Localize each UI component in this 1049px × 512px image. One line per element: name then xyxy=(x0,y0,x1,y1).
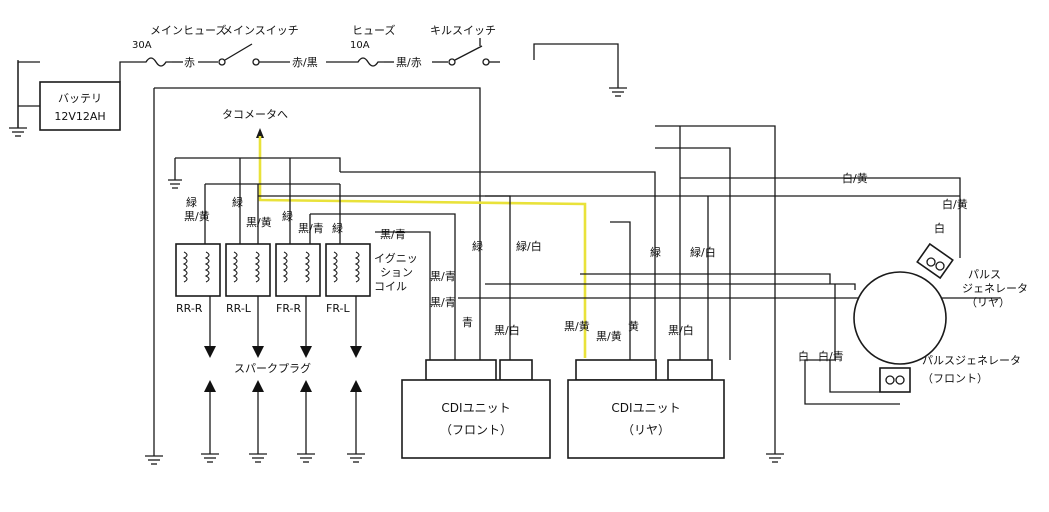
wire-red-black-label: 赤/黒 xyxy=(292,56,318,69)
pulse-front-label-2: （フロント） xyxy=(922,372,988,385)
kill-switch-label: キルスイッチ xyxy=(430,24,496,37)
ignition-coil-rr-l xyxy=(225,243,271,297)
wire-red-label: 赤 xyxy=(184,56,195,69)
arrow-up-icon xyxy=(252,380,264,392)
coil-label-rr-l: RR-L xyxy=(226,302,252,315)
wire-black-white-label: 黒/白 xyxy=(668,323,694,337)
fuse-amp: 10A xyxy=(350,40,370,51)
power-line: バッテリ 12V12AH メインヒューズ 30A 赤 メインスイッチ 赤/黒 ヒ… xyxy=(9,23,627,137)
arrow-up-icon xyxy=(204,380,216,392)
cdi-front-sublabel: （フロント） xyxy=(440,423,512,437)
wire-white-label: 白 xyxy=(798,349,809,363)
wire-black-blue-label: 黒/青 xyxy=(298,222,324,235)
ign-coil-label-2: ション xyxy=(380,266,413,279)
wire-black-yellow-label: 黒/黄 xyxy=(596,329,622,343)
wire-white-label: 白 xyxy=(934,221,945,235)
main-fuse-label: メインヒューズ xyxy=(150,23,226,37)
arrow-up-icon xyxy=(256,128,264,138)
ignition-coil-rr-r xyxy=(175,243,221,297)
pulse-rear-label-3: （リヤ） xyxy=(966,296,1010,309)
coil-label-rr-r: RR-R xyxy=(176,302,203,315)
fuse-icon xyxy=(352,57,384,67)
wire-white-blue-label: 白/青 xyxy=(818,349,844,363)
pulse-rear-label: パルス xyxy=(968,268,1001,281)
battery-label: バッテリ xyxy=(58,92,102,105)
wire-green-label: 緑 xyxy=(650,245,661,259)
ignition-coil-fr-r xyxy=(275,243,321,297)
spark-plug-label: スパークプラグ xyxy=(234,361,311,375)
wire-green-label: 緑 xyxy=(232,195,243,209)
main-switch-label: メインスイッチ xyxy=(222,24,299,37)
cdi-front-label: CDIユニット xyxy=(441,401,510,415)
rotor xyxy=(853,271,947,365)
wire-black-yellow-label: 黒/黄 xyxy=(246,215,272,229)
arrow-up-icon xyxy=(350,380,362,392)
pulse-generator-front xyxy=(879,367,911,393)
ground-icon xyxy=(145,455,163,465)
wire-black-blue-label: 黒/青 xyxy=(380,228,406,241)
wire-green-white-label: 緑/白 xyxy=(516,239,542,253)
wire-black-white-label: 黒/白 xyxy=(494,323,520,337)
wire-white-yellow-label: 白/黄 xyxy=(842,171,868,185)
ground-icon xyxy=(9,127,27,137)
wire-black-yellow-label: 黒/黄 xyxy=(564,319,590,333)
wire-black-red-label: 黒/赤 xyxy=(396,56,422,69)
wire-black-yellow-label: 黒/黄 xyxy=(184,209,210,223)
arrow-down-icon xyxy=(204,346,216,358)
tacho-signal-wire xyxy=(258,136,587,358)
main-switch-contact xyxy=(218,58,226,66)
ign-coil-label: イグニッ xyxy=(374,251,418,265)
cdi-rear-label: CDIユニット xyxy=(611,401,680,415)
spark-plugs xyxy=(201,296,365,463)
arrow-down-icon xyxy=(300,346,312,358)
tacho-label: タコメータへ xyxy=(222,108,288,121)
pulse-generator-rear xyxy=(916,242,954,280)
wire-green-label: 緑 xyxy=(472,239,483,253)
wire-black-blue-label: 黒/青 xyxy=(430,296,456,309)
ground-icon xyxy=(609,87,627,97)
arrow-down-icon xyxy=(350,346,362,358)
wire-green-label: 緑 xyxy=(332,221,343,235)
kill-switch-icon xyxy=(454,45,483,61)
coil-label-fr-r: FR-R xyxy=(276,302,301,315)
arrow-down-icon xyxy=(252,346,264,358)
pulse-rear-label-2: ジェネレータ xyxy=(962,282,1028,295)
wire-green-label: 緑 xyxy=(282,209,293,223)
wire-yellow-label: 黄 xyxy=(628,319,639,333)
fuse-label: ヒューズ xyxy=(352,23,395,37)
coil-label-fr-l: FR-L xyxy=(326,302,350,315)
bus-lines xyxy=(458,125,1000,454)
battery-rating: 12V12AH xyxy=(54,110,105,123)
cdi-unit-front: CDIユニット （フロント） xyxy=(401,359,551,459)
wire-blue-label: 青 xyxy=(462,316,473,329)
main-switch-icon xyxy=(224,43,253,61)
ignition-coil-fr-l xyxy=(325,243,371,297)
cdi-unit-rear: CDIユニット （リヤ） xyxy=(567,359,725,459)
wire-black-blue-label: 黒/青 xyxy=(430,270,456,283)
pulse-front-label: パルスジェネレータ xyxy=(922,354,1021,367)
ground-icon xyxy=(766,453,784,463)
wire-white-yellow-label: 白/黄 xyxy=(942,197,968,211)
arrow-up-icon xyxy=(300,380,312,392)
main-fuse-amp: 30A xyxy=(132,40,152,51)
wire-green-label: 緑 xyxy=(186,195,197,209)
main-fuse-icon xyxy=(140,57,172,67)
ign-coil-label-3: コイル xyxy=(374,280,407,293)
cdi-rear-sublabel: （リヤ） xyxy=(622,423,670,437)
wire-green-white-label: 緑/白 xyxy=(690,245,716,259)
